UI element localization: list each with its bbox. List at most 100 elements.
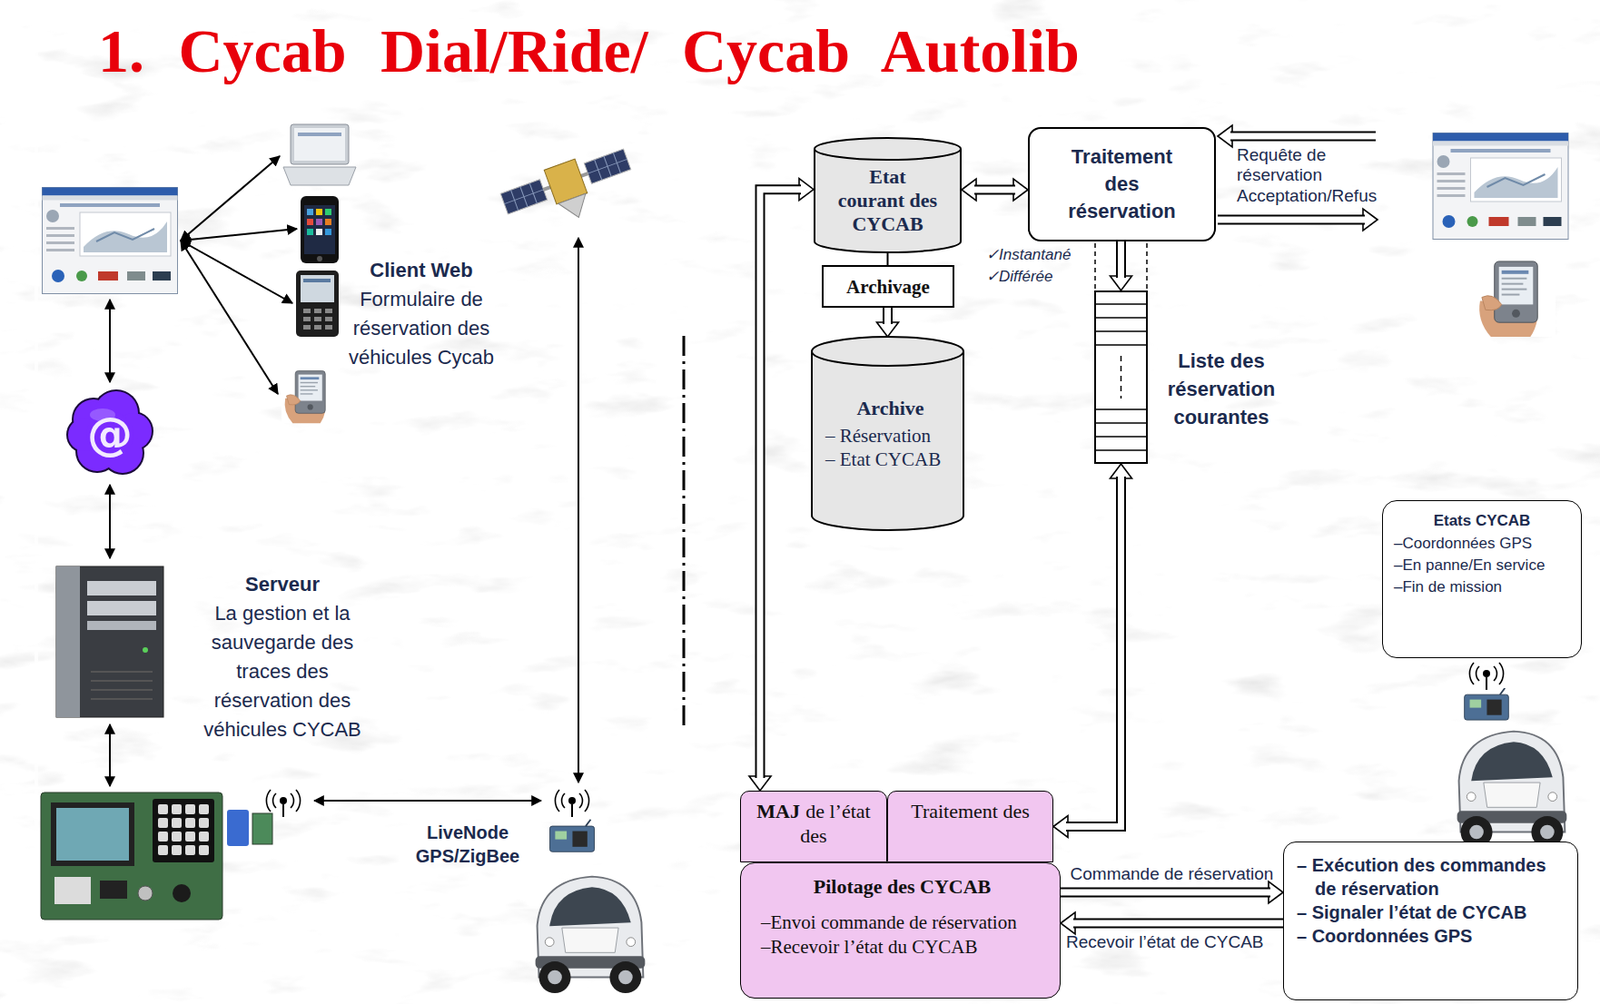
embedded-board-part [99,880,128,899]
smartphone-icon [300,196,339,264]
smartphone-icon-part [306,218,314,226]
control-box: Pilotage des CYCAB–Envoi commande de rés… [740,862,1061,999]
server-tower-part [142,647,149,653]
connector-arrow [877,307,899,337]
livenode-device [549,819,594,852]
arrow-head [1013,178,1028,201]
caption-heading: Client Web [343,256,500,286]
request-arrow [1217,125,1376,148]
node-text: –Coordonnées GPS [1393,533,1571,555]
wireless-symbol [1469,662,1503,691]
laptop-icon-part [297,132,342,137]
request-arrow-part [1217,125,1233,148]
arrow-head [1268,881,1284,904]
arrow-shaft-outline [882,307,893,325]
node-text: – Exécution des commandes de réservation [1314,853,1567,901]
reply-arrow-part [1217,215,1365,226]
node-content: Archive– Réservation– Etat CYCAB [810,336,965,472]
smartphone-icon-part [300,196,339,264]
arrow-head [799,178,814,201]
pda-in-hand-icon [1474,257,1556,337]
server-tower-part [87,601,157,616]
connector-arrow [1110,241,1133,291]
arrow-caption: Acceptation/Refus [1236,186,1396,207]
caption-text: Formulaire de réservation des véhicules … [343,285,500,373]
archive-cylinder: Archive– Réservation– Etat CYCAB [810,336,965,531]
node-content: – Exécution des commandes de réservation… [1283,842,1578,958]
node-content: Traitement des réservation [1029,136,1215,233]
queue-slot [1095,408,1147,411]
connector-arrow [749,178,814,791]
embedded-board [40,792,273,920]
embedded-board-part [156,802,211,858]
laptop-icon-part [294,128,346,161]
node-content: Pilotage des CYCAB–Envoi commande de rés… [740,863,1060,969]
caption-heading: Serveur [194,570,371,600]
process-box: Traitement des réservation [1027,127,1216,242]
arrow-head [877,322,899,337]
mobile-phone-icon-part [325,316,333,322]
smartphone-icon-part [325,218,332,226]
laptop-icon [283,124,356,186]
server-tower-part [56,566,80,718]
embedded-board-part [56,808,129,861]
embedded-board-part [252,813,273,845]
mobile-phone-icon-part [325,308,333,314]
node-text: @ [66,408,154,460]
process-box: Archivage [821,265,955,308]
livenode-device [1464,688,1510,721]
connector-arrow [1053,464,1133,839]
mobile-phone-icon-part [314,308,322,314]
arrow-shaft [1117,241,1125,278]
node-text: de l’état des [800,800,870,848]
mobile-phone-icon-part [300,275,335,303]
smartphone-icon-part [304,205,336,255]
smartphone-icon-part [306,208,314,216]
mobile-phone-icon-part [314,325,322,330]
smartphone-icon-part [316,218,323,226]
node-content: Etat courant des CYCAB [813,138,962,237]
queue-dashed-sides-part [1145,243,1148,291]
client-arrows-part [180,240,293,304]
node-text: – Signaler l’état de CYCAB [1314,900,1567,925]
mobile-phone-icon [296,270,339,337]
arrow-head [961,178,977,201]
client-arrows-part [577,237,580,783]
cylinder-rim [814,148,961,160]
node-text: –Fin de mission [1393,576,1571,599]
mobile-phone-icon-part [303,308,311,314]
connector-arrow [961,178,1028,201]
mobile-phone-icon-part [325,325,333,330]
reply-arrow-part [1362,208,1378,231]
laptop-icon-part [283,167,356,186]
node-text: Etat courant des CYCAB [834,165,942,237]
database-cylinder: Etat courant des CYCAB [813,138,962,253]
internet-cloud: @ [66,387,154,480]
cylinder-body [811,336,964,531]
node-text: Traitement des [900,799,1040,824]
arrow-shaft [1060,889,1271,897]
node-text: Archive [825,396,956,421]
arrow-head [1060,912,1076,935]
queue-slot [1095,316,1147,319]
server-tower-part [90,671,153,700]
satellite-part [558,193,593,223]
smartphone-icon-part [306,228,314,236]
client-arrows [109,156,579,801]
queue-slot [1095,303,1147,306]
node-text: Etats CYCAB [1393,510,1571,532]
server-tower-part [87,581,157,596]
client-arrows-part [180,228,297,241]
client-arrows-part [180,156,280,241]
embedded-board-part [152,799,215,863]
client-arrows-part [180,240,278,395]
arrow-shaft-outline [1060,888,1271,899]
smartphone-icon-part [325,228,332,236]
node-text: Traitement des réservation [1054,143,1191,226]
device-caption: LiveNode GPS/ZigBee [410,820,525,869]
mobile-phone-icon-part [303,325,311,330]
cycab-vehicle [535,877,646,994]
